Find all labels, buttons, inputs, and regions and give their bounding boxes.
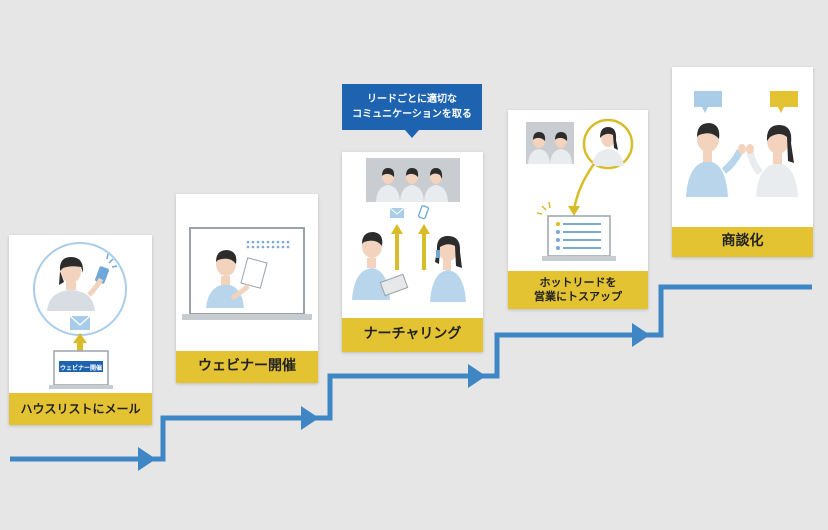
step-label-4: ホットリードを 営業にトスアップ (508, 271, 648, 309)
path-arrow-1 (138, 447, 156, 471)
nurturing-illustration (352, 158, 466, 302)
path-arrow-4 (632, 323, 650, 347)
step-card-4: ホットリードを 営業にトスアップ (508, 110, 648, 309)
step-card-1: ウェビナー開催 ハウスリストにメール (9, 235, 152, 425)
step-card-5: 商談化 (672, 67, 813, 257)
callout-line-1: リードごとに適切な (367, 93, 457, 105)
step-label-5-text: 商談化 (721, 233, 764, 250)
step-label-2: ウェビナー開催 (176, 351, 318, 383)
path-arrow-2 (301, 406, 319, 430)
step-card-3: ナーチャリング (342, 152, 483, 352)
nurturing-callout: リードごとに適切な コミュニケーションを取る (342, 84, 482, 138)
deal-illustration (686, 91, 798, 197)
webinar-badge: ウェビナー開催 (59, 365, 102, 372)
path-arrow-3 (468, 364, 486, 388)
step-label-5: 商談化 (672, 227, 813, 257)
step-label-3-text: ナーチャリング (363, 326, 462, 343)
callout-line-2: コミュニケーションを取る (352, 109, 472, 120)
webinar-illustration (182, 227, 312, 320)
step-label-4-line-2: 営業にトスアップ (534, 290, 622, 303)
step-card-2: ウェビナー開催 (176, 194, 318, 383)
step-label-3: ナーチャリング (342, 318, 483, 352)
hot-lead-illustration (526, 118, 634, 261)
step-label-1-text: ハウスリストにメール (20, 401, 141, 416)
step-label-1: ハウスリストにメール (9, 393, 152, 425)
step-label-2-text: ウェビナー開催 (198, 358, 296, 375)
email-illustration (33, 242, 127, 389)
step-label-4-line-1: ホットリードを (539, 276, 617, 290)
